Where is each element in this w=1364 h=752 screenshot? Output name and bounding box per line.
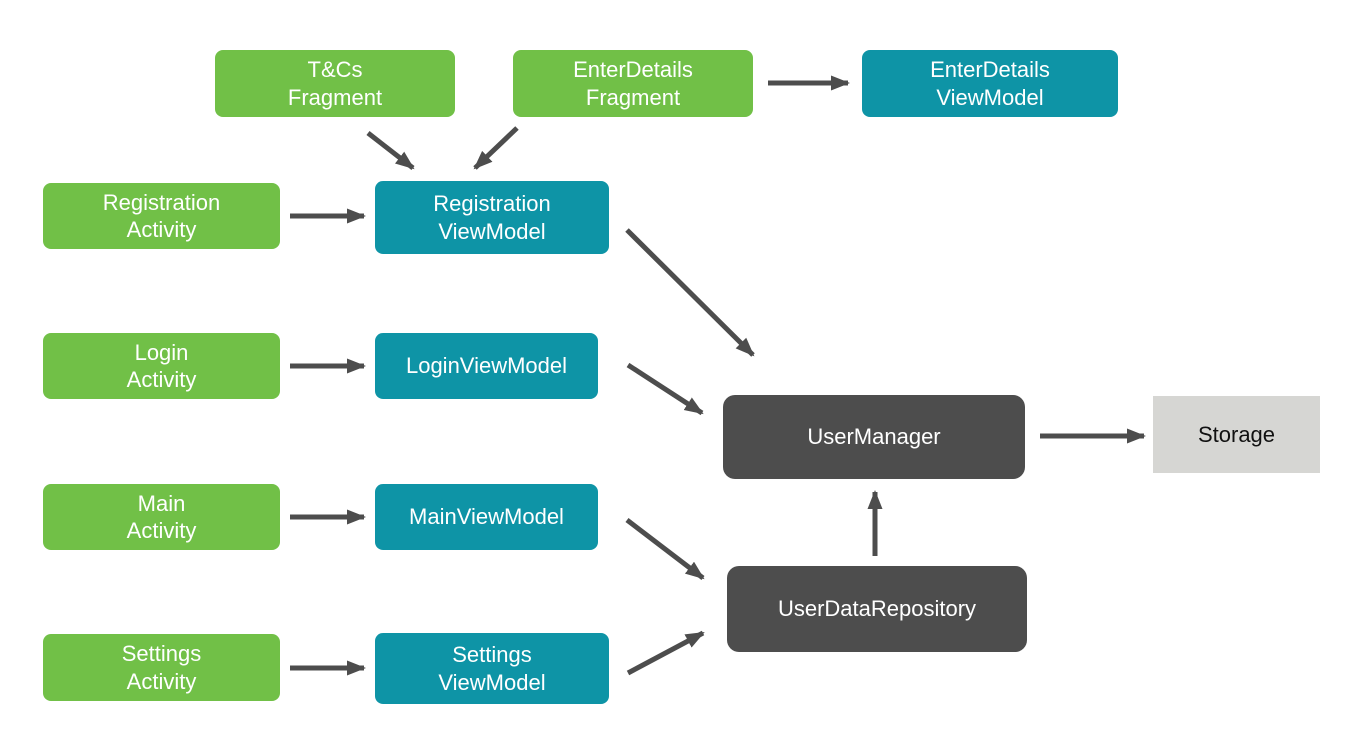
node-main-viewmodel: MainViewModel: [375, 484, 598, 550]
arrow-main-viewmodel-to-user-data-repository: [625, 518, 705, 580]
node-label: Settings Activity: [121, 641, 202, 694]
node-label: Registration ViewModel: [433, 191, 551, 244]
node-enterdetails-fragment: EnterDetails Fragment: [513, 50, 753, 117]
arrow-settings-viewmodel-to-user-data-repository: [626, 630, 705, 676]
node-login-viewmodel: LoginViewModel: [375, 333, 598, 399]
arrow-registration-viewmodel-to-user-manager: [625, 228, 755, 357]
arrow-login-viewmodel-to-user-manager: [626, 362, 704, 416]
node-label: EnterDetails Fragment: [573, 57, 693, 110]
node-settings-viewmodel: Settings ViewModel: [375, 633, 609, 704]
node-settings-activity: Settings Activity: [43, 634, 280, 701]
node-label: UserManager: [807, 424, 941, 450]
node-label: MainViewModel: [409, 504, 564, 530]
arrow-tcs-fragment-to-registration-viewmodel: [366, 131, 415, 170]
node-label: Login Activity: [126, 339, 197, 392]
node-label: Main Activity: [126, 490, 197, 543]
node-enterdetails-viewmodel: EnterDetails ViewModel: [862, 50, 1118, 117]
node-storage: Storage: [1153, 396, 1320, 473]
node-user-data-repository: UserDataRepository: [727, 566, 1027, 652]
node-label: Registration Activity: [102, 189, 221, 242]
node-label: UserDataRepository: [777, 596, 977, 622]
node-label: T&Cs Fragment: [287, 57, 383, 110]
node-label: Settings ViewModel: [438, 642, 546, 695]
node-label: EnterDetails ViewModel: [930, 57, 1050, 110]
node-user-manager: UserManager: [723, 395, 1025, 479]
node-tcs-fragment: T&Cs Fragment: [215, 50, 455, 117]
node-registration-viewmodel: Registration ViewModel: [375, 181, 609, 254]
node-label: LoginViewModel: [405, 353, 568, 379]
arrow-enterdetails-fragment-to-registration-viewmodel: [473, 126, 519, 170]
node-registration-activity: Registration Activity: [43, 183, 280, 249]
node-main-activity: Main Activity: [43, 484, 280, 550]
node-login-activity: Login Activity: [43, 333, 280, 399]
node-label: Storage: [1197, 421, 1276, 447]
